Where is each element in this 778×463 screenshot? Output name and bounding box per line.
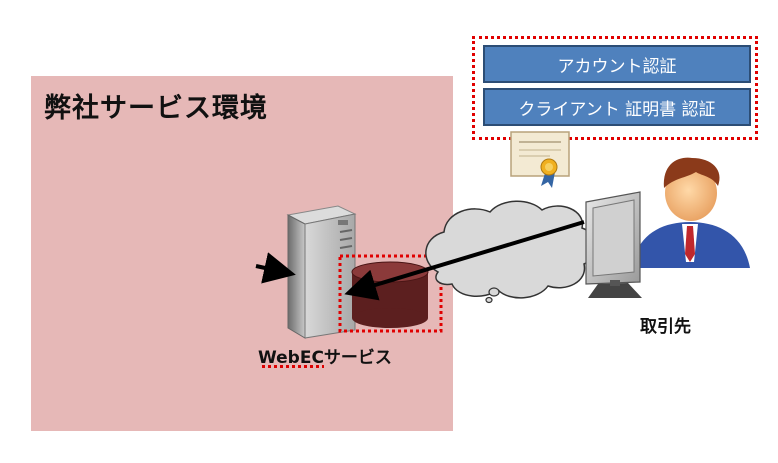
server-icon <box>286 205 357 339</box>
inbound-arrow <box>255 252 296 284</box>
connection-arrow <box>344 220 585 301</box>
service-label: WebECサービス <box>258 348 392 368</box>
certificate-icon <box>510 131 570 188</box>
auth-methods-highlight <box>472 36 758 140</box>
company-environment-zone <box>31 76 453 431</box>
client-cert-auth-box: クライアント 証明書 認証 <box>483 88 751 126</box>
cloud-icon <box>425 200 597 304</box>
database-highlight <box>338 254 443 333</box>
partner-label: 取引先 <box>640 317 691 337</box>
spellcheck-underline <box>262 365 324 368</box>
environment-title: 弊社サービス環境 <box>44 93 268 124</box>
account-auth-box: アカウント認証 <box>483 45 751 83</box>
partner-icon <box>585 157 750 298</box>
